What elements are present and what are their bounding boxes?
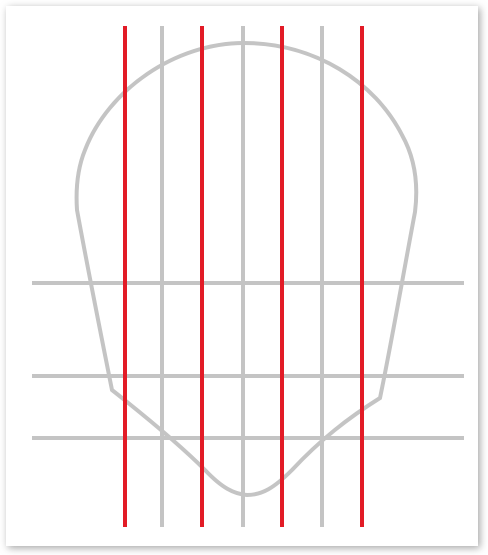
diagram-page [0, 0, 488, 555]
face-guide-diagram [0, 0, 488, 555]
